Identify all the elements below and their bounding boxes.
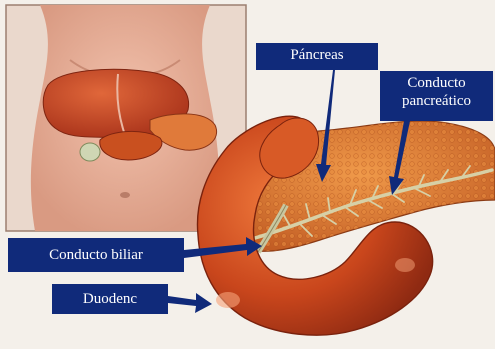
label-conducto-pancreatico: Conducto pancreático	[380, 71, 493, 121]
label-pancreas: Páncreas	[256, 43, 378, 70]
label-conducto-pancreatico-line1: Conducto	[384, 74, 489, 92]
label-conducto-biliar: Conducto biliar	[8, 238, 184, 272]
label-duodeno: Duodenc	[52, 284, 168, 314]
label-conducto-pancreatico-line2: pancreático	[384, 92, 489, 110]
